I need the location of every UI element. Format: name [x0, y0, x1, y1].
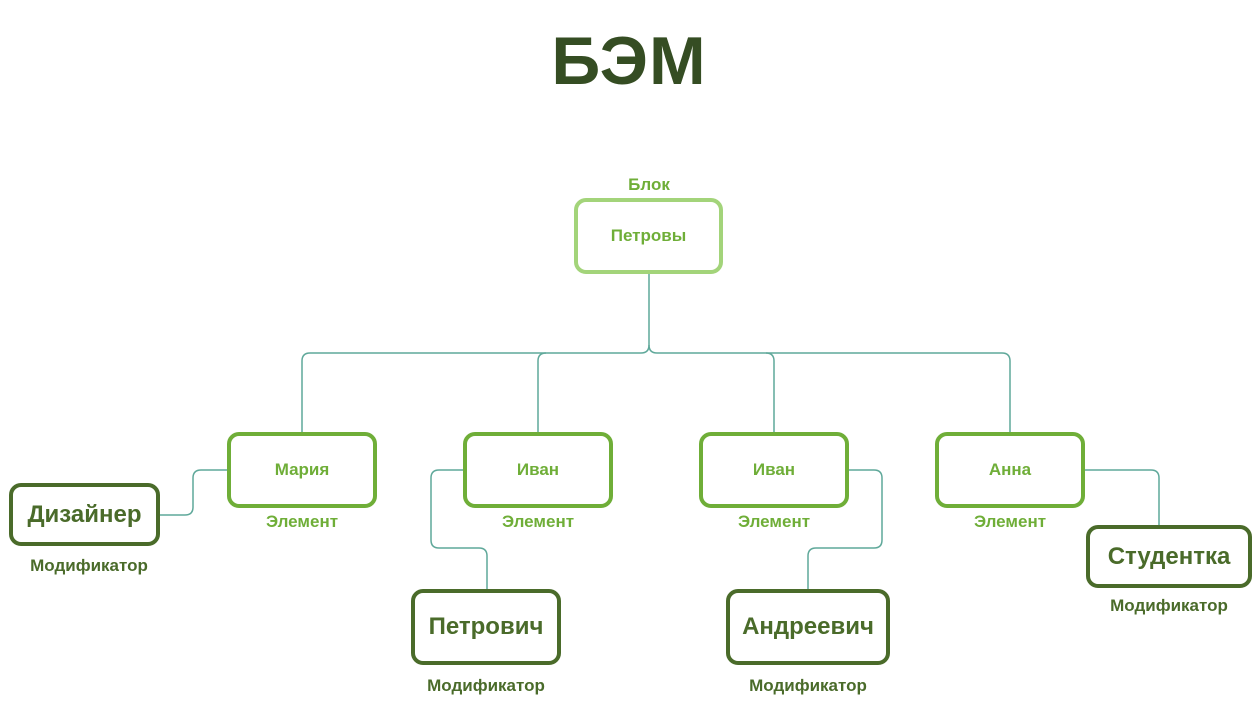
element-caption-maria: Элемент [265, 512, 339, 531]
modifier-node-studentka: Студентка [1086, 525, 1252, 588]
element-caption-ivan-1: Элемент [501, 512, 575, 531]
element-caption-ivan-2: Элемент [737, 512, 811, 531]
connector-ivan-petrovich [430, 469, 488, 590]
modifier-node-andreevich: Андреевич [726, 589, 890, 665]
connector-maria-dizainer [159, 469, 229, 516]
diagram-title: БЭМ [551, 23, 707, 99]
connector-block-right [648, 344, 1011, 433]
connector-ivan-andreevich [807, 469, 883, 590]
element-caption-anna: Элемент [973, 512, 1047, 531]
modifier-node-petrovich: Петрович [411, 589, 561, 665]
connector-block-trunk [301, 273, 650, 433]
connector-to-ivan-2 [765, 352, 775, 433]
modifier-caption-petrovich: Модификатор [427, 676, 545, 695]
modifier-node-dizainer: Дизайнер [9, 483, 160, 546]
connector-to-ivan-1 [537, 352, 547, 433]
block-caption: Блок [628, 175, 670, 194]
element-node-ivan-2: Иван [699, 432, 849, 508]
element-node-ivan-1: Иван [463, 432, 613, 508]
connector-anna-studentka [1084, 469, 1160, 526]
modifier-caption-dizainer: Модификатор [30, 556, 148, 575]
modifier-caption-andreevich: Модификатор [749, 676, 867, 695]
modifier-caption-studentka: Модификатор [1110, 596, 1228, 615]
element-node-anna: Анна [935, 432, 1085, 508]
element-node-maria: Мария [227, 432, 377, 508]
block-node-petrovy: Петровы [574, 198, 723, 274]
